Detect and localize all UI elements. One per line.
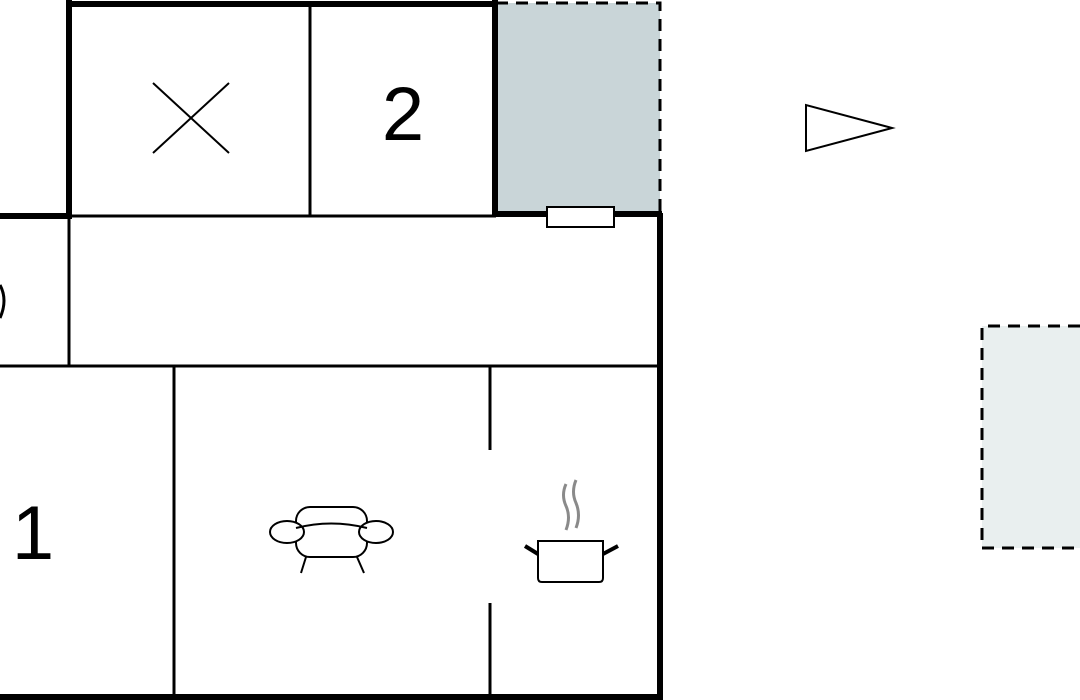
pot-body: [537, 540, 604, 583]
outdoor-area-fill: [982, 326, 1080, 548]
walls: [0, 0, 663, 700]
north-arrow-icon: [805, 103, 896, 153]
pot-handle-right: [602, 544, 619, 556]
terrace-area: [496, 1, 662, 213]
cooking-pot-icon: [523, 479, 619, 583]
room-label-bedroom-2: 2: [382, 72, 424, 157]
outdoor-area-dashed-outline: [980, 324, 1080, 550]
sofa-icon: [269, 506, 394, 574]
terrace-fill: [496, 3, 660, 213]
steam-line-2: [572, 479, 580, 529]
partial-door-arc: [0, 284, 6, 319]
room-label-bedroom-1: 1: [12, 491, 54, 576]
terrace-door-symbol: [546, 206, 615, 228]
outdoor-area: [980, 324, 1080, 550]
cross-icon: [152, 82, 230, 154]
pot-handle-left: [523, 544, 540, 556]
terrace-dashed-outline: [496, 1, 662, 213]
steam-line-1: [562, 483, 570, 531]
